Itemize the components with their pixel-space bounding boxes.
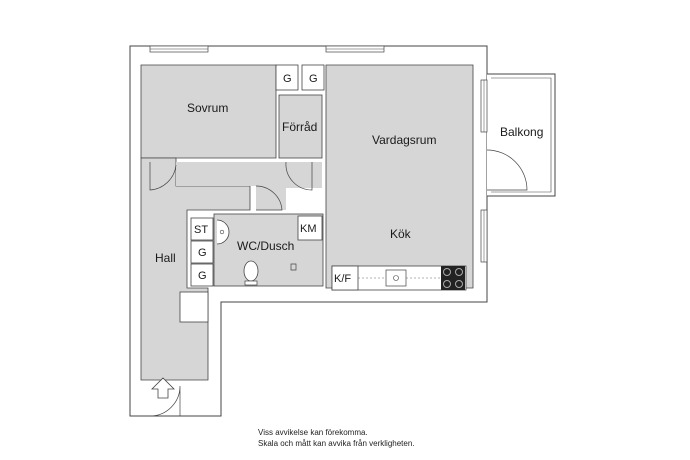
window-kok	[480, 209, 488, 263]
door-balkong-icon	[486, 149, 528, 191]
closet-st	[190, 217, 214, 241]
label-km: KM	[300, 223, 317, 235]
floor-hall-corridor	[176, 162, 322, 210]
stove-burner-1	[443, 268, 451, 276]
label-wc-dusch: WC/Dusch	[237, 239, 294, 253]
floor-vardagsrum-kok	[325, 64, 474, 289]
window-sovrum	[149, 45, 209, 53]
balcony-outline	[487, 73, 556, 197]
label-st: ST	[194, 224, 208, 236]
washer-km	[297, 215, 323, 241]
closet-g4	[190, 263, 214, 287]
label-sovrum: Sovrum	[187, 101, 228, 115]
window-vardagsrum	[325, 45, 385, 53]
disclaimer: Viss avvikelse kan förekomma. Skala och …	[258, 427, 415, 449]
door-sovrum-icon	[149, 162, 177, 191]
label-g1: G	[283, 73, 292, 85]
toilet-icon	[243, 260, 259, 282]
stove-burner-3	[443, 280, 451, 288]
label-balkong: Balkong	[500, 125, 543, 139]
toilet-tank	[244, 280, 258, 286]
washbasin-drain	[219, 229, 225, 235]
floor-forrad	[278, 94, 323, 159]
balcony-inner	[491, 77, 552, 193]
hall-wall-stub	[179, 291, 209, 323]
sink	[385, 269, 407, 287]
label-kf: K/F	[334, 273, 351, 285]
floor-sovrum	[140, 64, 277, 159]
stove	[441, 266, 465, 290]
label-vardagsrum: Vardagsrum	[372, 133, 436, 147]
label-g3: G	[198, 247, 207, 259]
door-forrad-icon	[285, 161, 313, 191]
shower-icon	[290, 263, 297, 271]
sink-drain	[393, 275, 399, 281]
fridge-kf	[331, 265, 359, 291]
closet-g3	[190, 240, 214, 264]
cabinet-g1	[275, 64, 299, 91]
washbasin-icon	[216, 219, 230, 245]
stove-burner-2	[455, 268, 463, 276]
entrance-arrow-icon	[151, 377, 175, 399]
label-kok: Kök	[390, 227, 412, 241]
label-forrad: Förråd	[282, 120, 317, 134]
door-entrance-icon	[149, 385, 181, 417]
label-hall: Hall	[155, 251, 176, 265]
stove-burner-4	[455, 280, 463, 288]
disclaimer-line-2: Skala och mått kan avvika från verklighe…	[258, 439, 415, 448]
window-balcony	[480, 79, 488, 133]
disclaimer-line-1: Viss avvikelse kan förekomma.	[258, 428, 368, 437]
door-wc-icon	[255, 185, 283, 211]
cabinet-g2	[301, 64, 325, 91]
label-g2: G	[309, 73, 318, 85]
label-g4: G	[198, 270, 207, 282]
